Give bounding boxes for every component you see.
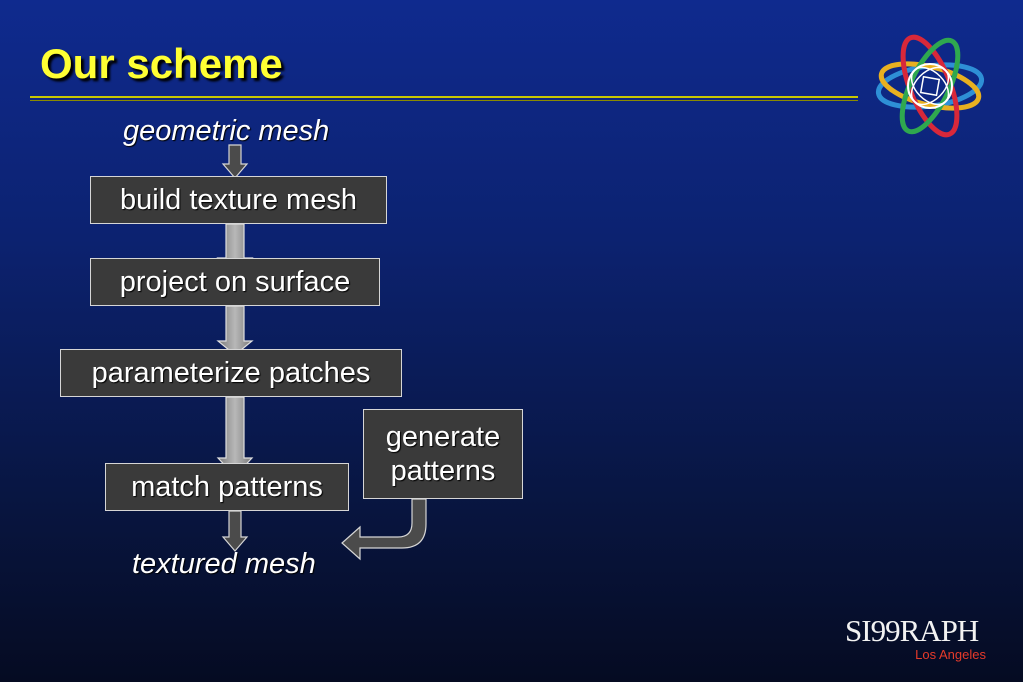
step-generate-patterns: generate patterns	[363, 409, 523, 499]
step-match-label: match patterns	[131, 471, 323, 503]
interlocking-orbits-icon	[875, 34, 985, 138]
conference-logo: SI99RAPH Los Angeles	[845, 614, 995, 662]
step-generate-label-line2: patterns	[390, 455, 496, 487]
arrow-match-to-output	[221, 510, 249, 552]
step-build-texture-mesh: build texture mesh	[90, 176, 387, 224]
step-build-label: build texture mesh	[120, 184, 357, 216]
title-underline	[30, 96, 858, 98]
arrow-generate-to-output	[341, 498, 427, 561]
title-underline-shadow	[30, 100, 858, 101]
arrow-project-to-parameterize	[216, 305, 254, 356]
step-parameterize-patches: parameterize patches	[60, 349, 402, 397]
arrow-input-to-build	[221, 144, 249, 179]
step-project-on-surface: project on surface	[90, 258, 380, 306]
conference-logo-text: SI99RAPH	[845, 613, 979, 648]
step-generate-label-line1: generate	[385, 421, 501, 453]
slide-title: Our scheme	[40, 40, 283, 87]
input-label: geometric mesh	[123, 115, 330, 147]
step-parameterize-label: parameterize patches	[91, 357, 371, 389]
output-label: textured mesh	[132, 548, 316, 580]
conference-location: Los Angeles	[915, 647, 986, 662]
step-match-patterns: match patterns	[105, 463, 349, 511]
step-project-label: project on surface	[119, 266, 351, 298]
